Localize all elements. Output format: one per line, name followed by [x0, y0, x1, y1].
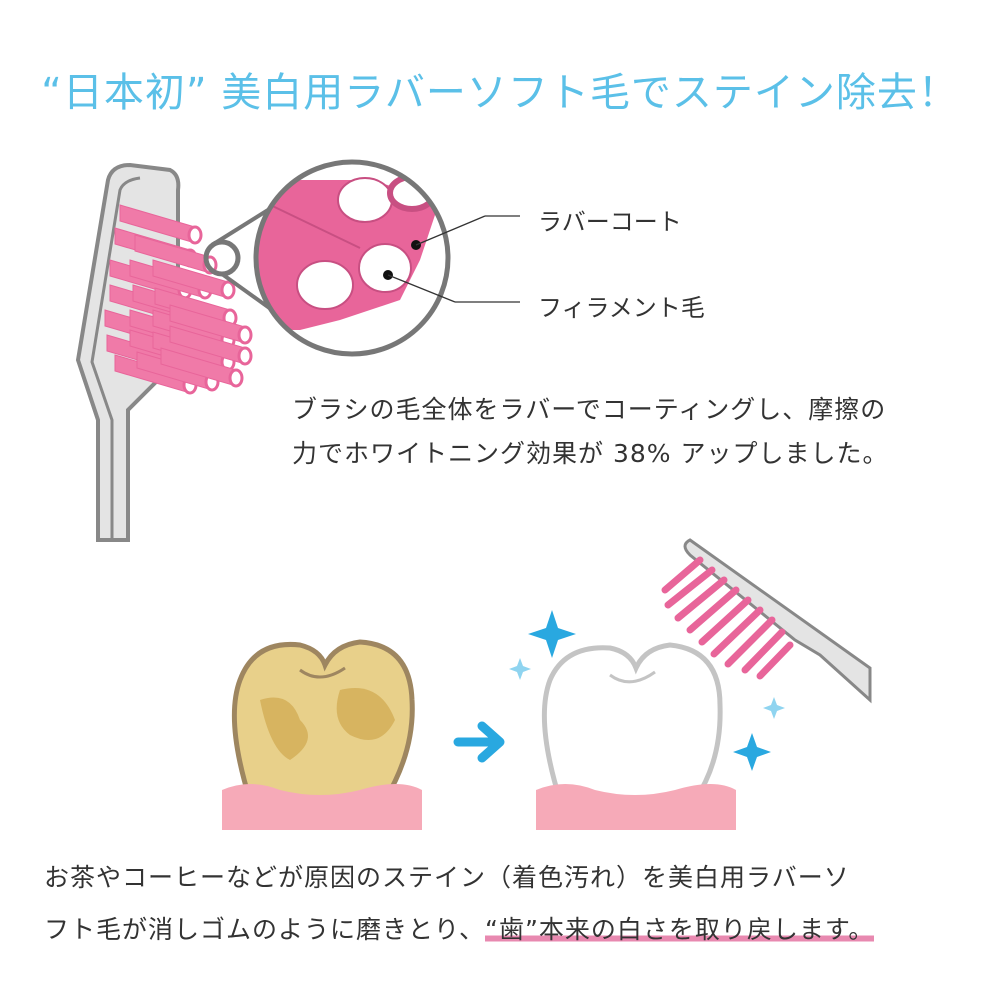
bristles	[104, 204, 253, 395]
stained-tooth-illustration	[222, 639, 422, 830]
bristle-tip	[237, 346, 253, 366]
highlighted-text: “歯”本来の白さを取り戻します。	[485, 915, 875, 944]
toothbrush-illustration	[75, 162, 253, 542]
label-rubber-coat: ラバーコート	[538, 208, 682, 236]
description-text: ブラシの毛全体をラバーでコーティングし、摩擦の 力でホワイトニング効果が 38%…	[292, 388, 888, 476]
label-filament: フィラメント毛	[538, 294, 705, 322]
bottom-line-2-plain: フト毛が消しゴムのように磨きとり、	[44, 915, 486, 944]
bristle-tip	[228, 368, 244, 388]
clean-tooth-illustration	[536, 642, 736, 830]
sparkle-icons	[509, 610, 785, 771]
bristle-tip	[220, 280, 236, 300]
bottom-line-1: お茶やコーヒーなどが原因のステイン（着色汚れ）を美白用ラバーソ	[44, 863, 850, 892]
arrow-right-icon	[453, 721, 505, 763]
bristle-tip	[237, 325, 253, 345]
brushing-toothbrush-illustration	[661, 538, 872, 704]
bottom-text: お茶やコーヒーなどが原因のステイン（着色汚れ）を美白用ラバーソ フト毛が消しゴム…	[44, 852, 875, 956]
page-title: “日本初” 美白用ラバーソフト毛でステイン除去！	[41, 70, 959, 116]
bristle-tip	[187, 225, 203, 245]
description-line-2: 力でホワイトニング効果が 38% アップしました。	[292, 439, 889, 468]
bottom-line-2: フト毛が消しゴムのように磨きとり、“歯”本来の白さを取り戻します。	[44, 904, 875, 956]
magnified-bristle	[256, 162, 448, 354]
description-line-1: ブラシの毛全体をラバーでコーティングし、摩擦の	[292, 395, 887, 424]
